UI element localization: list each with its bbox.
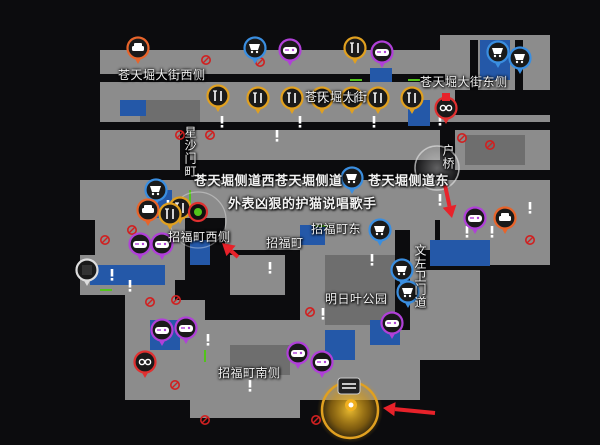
label-nw-street: 苍天堀大街西侧 (118, 68, 206, 82)
arcade-icon[interactable] (380, 311, 404, 340)
gym-icon[interactable] (75, 258, 99, 287)
shop-icon[interactable] (396, 280, 420, 309)
arcade-icon[interactable] (310, 350, 334, 379)
arcade-icon[interactable] (150, 318, 174, 347)
exclamation-icon (370, 254, 374, 266)
shop-icon[interactable] (340, 166, 364, 195)
food-icon[interactable] (343, 36, 367, 65)
no-entry-icon (304, 306, 315, 317)
arcade-icon[interactable] (278, 38, 302, 67)
target-icon[interactable] (337, 377, 361, 411)
exclamation-icon (110, 269, 114, 281)
player-marker-icon[interactable] (187, 201, 209, 223)
exclamation-icon (372, 116, 376, 128)
shop-icon[interactable] (144, 178, 168, 207)
exclamation-icon (490, 226, 494, 238)
no-entry-icon (484, 140, 495, 151)
no-entry-icon (456, 133, 467, 144)
label-west-road: 星沙门町 (183, 126, 197, 178)
arcade-icon[interactable] (150, 232, 174, 261)
no-entry-icon (201, 54, 212, 65)
shop-icon[interactable] (508, 46, 532, 75)
label-gate: 户桥 (441, 144, 455, 170)
shop-icon[interactable] (368, 218, 392, 247)
label-ne-street: 苍天堀大街东侧 (420, 75, 508, 89)
glasses-icon[interactable] (133, 350, 157, 379)
exclamation-icon (528, 202, 532, 214)
no-entry-icon (171, 294, 182, 305)
no-entry-icon (127, 225, 138, 236)
food-icon[interactable] (280, 86, 304, 115)
exclamation-icon (465, 226, 469, 238)
no-entry-icon (205, 130, 216, 141)
map-markers[interactable] (75, 36, 532, 412)
no-entry-icons (100, 54, 535, 425)
food-icon[interactable] (158, 202, 182, 231)
arcade-icon[interactable] (463, 206, 487, 235)
car-icon[interactable] (136, 198, 160, 227)
arcade-icon[interactable] (174, 316, 198, 345)
exclamation-icon (275, 130, 279, 142)
arrow-target-icon (383, 402, 436, 417)
label-npc-caption: 外表凶狠的护猫说唱歌手 (228, 197, 377, 212)
arrow-gate-icon (442, 184, 457, 218)
label-n-street: 苍天堀大街 (305, 90, 368, 104)
no-entry-icon (175, 130, 186, 141)
exclamation-icon (321, 308, 325, 320)
red-flag-icon (442, 93, 450, 101)
shop-icon[interactable] (243, 36, 267, 65)
label-cang-side-east: 苍天堀侧道东 (368, 174, 450, 189)
exclamation-icon (354, 199, 358, 211)
exclamation-icon (438, 194, 442, 206)
label-zhaofu: 招福町 (266, 236, 304, 250)
food-icon[interactable] (310, 86, 334, 115)
label-east-road: 文左卫门道 (413, 244, 427, 309)
no-entry-icon (145, 296, 156, 307)
label-zhaofu-east: 招福町东 (311, 222, 362, 236)
exclamation-icon (298, 116, 302, 128)
food-icon[interactable] (246, 86, 270, 115)
exclamation-icon (220, 116, 224, 128)
label-zhaofu-west: 招福町西侧 (168, 230, 231, 244)
gate-ring (414, 145, 460, 191)
exclamation-icon (128, 280, 132, 292)
food-icon[interactable] (366, 86, 390, 115)
exclamation-icon (206, 334, 210, 346)
red-arrows (222, 184, 457, 417)
no-entry-icon (524, 235, 535, 246)
arcade-icon[interactable] (286, 341, 310, 370)
no-entry-icon (200, 414, 211, 425)
no-entry-icon (100, 235, 111, 246)
label-cang-side-road: 苍天堀侧道西苍天堀侧道 (194, 174, 343, 189)
label-zhaofu-south: 招福町南侧 (218, 366, 281, 380)
no-entry-icon (170, 379, 181, 390)
gate-glow (413, 144, 461, 192)
food-icon[interactable] (400, 86, 424, 115)
inner-blocks (140, 100, 525, 375)
car-icon[interactable] (493, 206, 517, 235)
food-icon[interactable] (206, 84, 230, 113)
exclamation-icon (248, 380, 252, 392)
shop-icon[interactable] (486, 40, 510, 69)
arcade-icon[interactable] (370, 40, 394, 69)
label-park: 明日叶公园 (325, 292, 388, 306)
exclamation-icon (268, 262, 272, 274)
food-icon[interactable] (340, 86, 364, 115)
car-icon[interactable] (126, 36, 150, 65)
arrow-player-icon (222, 243, 240, 259)
